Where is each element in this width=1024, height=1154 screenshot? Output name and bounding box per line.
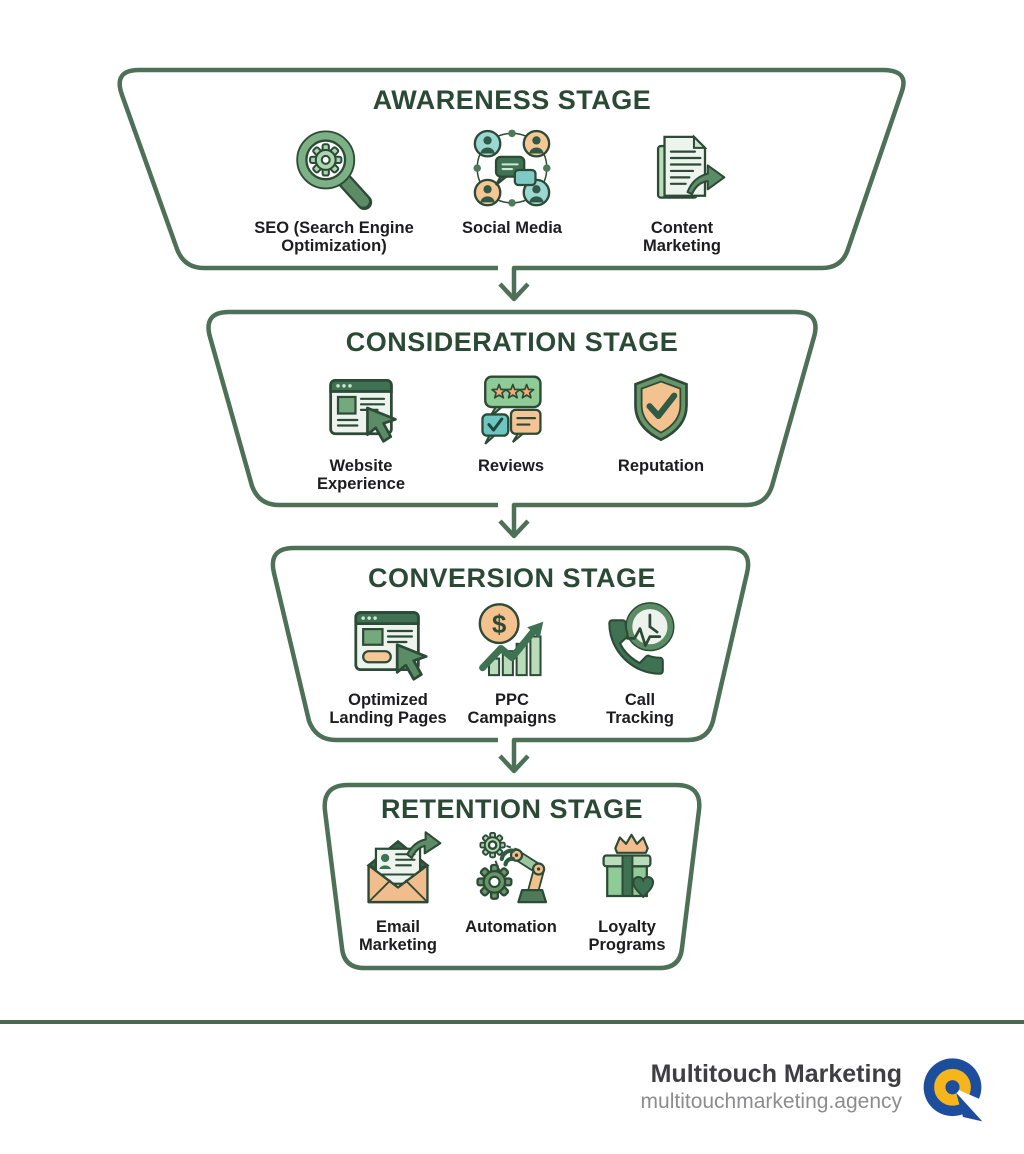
website-experience-icon xyxy=(301,362,421,454)
awareness-stage-outline xyxy=(117,67,906,297)
funnel-item-loyalty: Loyalty Programs xyxy=(572,823,682,954)
item-label: PPC Campaigns xyxy=(467,691,557,728)
item-label: Optimized Landing Pages xyxy=(329,691,447,728)
retention-stage-outline xyxy=(322,782,702,971)
social-media-icon xyxy=(437,124,587,216)
down-arrow-icon xyxy=(498,282,530,302)
brand-name: Multitouch Marketing xyxy=(650,1060,902,1088)
conversion-stage-outline xyxy=(270,545,751,769)
funnel-item-social-media: Social Media xyxy=(437,124,587,237)
multitouch-logo xyxy=(921,1054,991,1124)
footer-divider xyxy=(0,1020,1024,1024)
landing-page-icon xyxy=(318,596,458,688)
funnel-item-seo: SEO (Search Engine Optimization) xyxy=(239,124,429,255)
funnel-item-content-marketing: Content Marketing xyxy=(627,124,737,255)
item-label: Content Marketing xyxy=(643,219,721,256)
consideration-stage-outline xyxy=(206,309,818,534)
funnel-item-call-tracking: Call Tracking xyxy=(592,596,688,727)
funnel-item-website-experience: Website Experience xyxy=(301,362,421,493)
item-label: Website Experience xyxy=(316,457,406,494)
funnel-item-reviews: Reviews xyxy=(451,362,571,475)
funnel-item-email-marketing: Email Marketing xyxy=(343,823,453,954)
retention-stage-title: RETENTION STAGE xyxy=(380,794,643,824)
reviews-icon xyxy=(451,362,571,454)
item-label: SEO (Search Engine Optimization) xyxy=(254,219,414,256)
funnel-item-reputation: Reputation xyxy=(596,362,726,475)
down-arrow-icon xyxy=(498,519,530,539)
item-label: Loyalty Programs xyxy=(588,918,666,955)
loyalty-programs-icon xyxy=(572,823,682,915)
email-marketing-icon xyxy=(343,823,453,915)
item-label: Reviews xyxy=(477,457,545,475)
call-tracking-icon xyxy=(592,596,688,688)
funnel-item-automation: Automation xyxy=(441,823,581,936)
conversion-stage-title: CONVERSION STAGE xyxy=(367,563,657,593)
item-label: Social Media xyxy=(462,219,562,237)
item-label: Call Tracking xyxy=(606,691,674,728)
brand-website: multitouchmarketing.agency xyxy=(640,1090,902,1113)
reputation-shield-icon xyxy=(596,362,726,454)
svg-text:$: $ xyxy=(492,611,506,639)
seo-search-icon xyxy=(239,124,429,216)
funnel-item-ppc: $ PPC Campaigns xyxy=(462,596,562,727)
automation-icon xyxy=(441,823,581,915)
down-arrow-icon xyxy=(498,754,530,774)
funnel-item-landing-pages: Optimized Landing Pages xyxy=(318,596,458,727)
content-marketing-icon xyxy=(627,124,737,216)
item-label: Reputation xyxy=(617,457,705,475)
item-label: Email Marketing xyxy=(359,918,437,955)
ppc-campaigns-icon: $ xyxy=(462,596,562,688)
item-label: Automation xyxy=(465,918,557,936)
awareness-stage-title: AWARENESS STAGE xyxy=(372,85,652,115)
consideration-stage-title: CONSIDERATION STAGE xyxy=(345,327,679,357)
